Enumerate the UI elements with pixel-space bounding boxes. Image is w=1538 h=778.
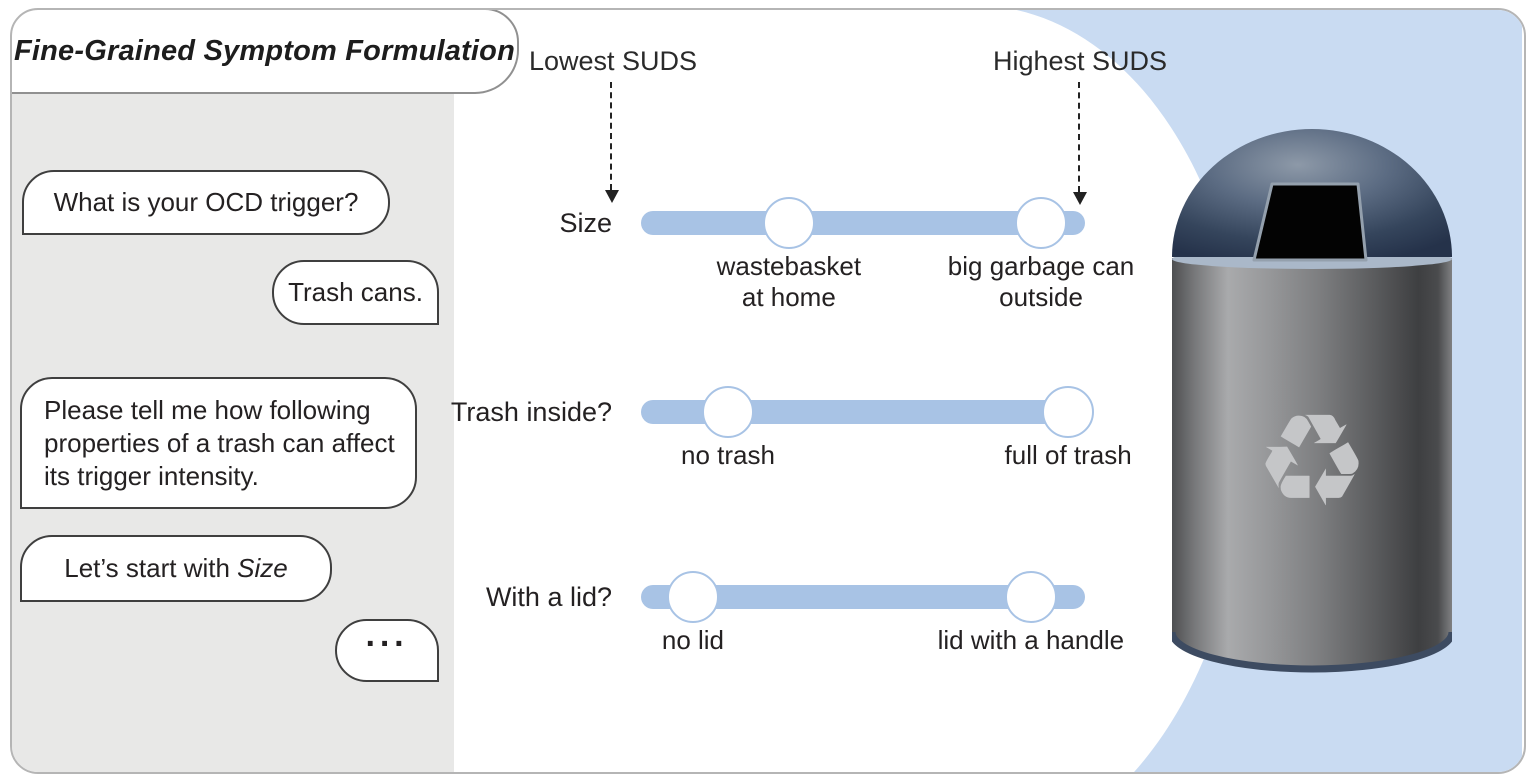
can-bottom-rim: [1172, 631, 1452, 673]
figure-card: What is your OCD trigger? Trash cans. Pl…: [10, 8, 1526, 774]
slider-size-knob-low[interactable]: [762, 197, 815, 249]
slider-size-high-value: big garbage can outside: [947, 251, 1135, 312]
trash-can-illustration: ♻: [1172, 129, 1452, 673]
lowest-suds-arrow-line: [610, 82, 612, 190]
chat-text: Let’s start with Size: [64, 553, 288, 583]
recycle-icon: ♻: [1255, 387, 1370, 536]
slider-with-a-lid-knob-high[interactable]: [1004, 571, 1057, 623]
slider-trash-inside-knob-low[interactable]: [702, 386, 755, 438]
slider-size: wastebasket at home big garbage can outs…: [641, 197, 1134, 312]
chat-bubble-therapist-1: What is your OCD trigger?: [22, 170, 390, 235]
lowest-suds-arrowhead-icon: [605, 190, 619, 203]
slider-trash-inside: no trash full of trash: [641, 386, 1132, 470]
chat-bubble-user-typing: ···: [335, 619, 439, 682]
chat-text: Trash cans.: [288, 277, 423, 307]
lowest-suds-label: Lowest SUDS: [528, 46, 698, 76]
chat-bubble-therapist-2: Please tell me how following properties …: [20, 377, 417, 509]
slider-name-with-a-lid: With a lid?: [485, 582, 612, 612]
slider-size-track[interactable]: [641, 211, 1085, 235]
slider-name-size: Size: [559, 208, 612, 238]
slider-with-a-lid-low-value: no lid: [661, 625, 725, 655]
chat-bubble-user-1: Trash cans.: [272, 260, 439, 325]
highest-suds-arrow-line: [1078, 82, 1080, 192]
slider-with-a-lid: no lid lid with a handle: [641, 571, 1124, 655]
slider-trash-inside-low-value: no trash: [681, 440, 775, 470]
chat-bubble-therapist-3: Let’s start with Size: [20, 535, 332, 602]
slider-with-a-lid-high-value: lid with a handle: [937, 625, 1125, 655]
slider-size-low-value: wastebasket at home: [716, 251, 862, 312]
slider-trash-inside-knob-high[interactable]: [1042, 386, 1095, 438]
figure-title-box: Fine-Grained Symptom Formulation: [12, 10, 519, 94]
highest-suds-label: Highest SUDS: [992, 46, 1168, 76]
slider-trash-inside-high-value: full of trash: [1004, 440, 1132, 470]
slider-name-trash-inside: Trash inside?: [450, 397, 612, 427]
typing-dots: ···: [365, 625, 409, 663]
figure-title: Fine-Grained Symptom Formulation: [13, 34, 516, 67]
chat-text: What is your OCD trigger?: [53, 187, 359, 217]
slider-size-knob-high[interactable]: [1015, 197, 1068, 249]
highest-suds-arrowhead-icon: [1073, 192, 1087, 205]
can-opening: [1252, 182, 1368, 262]
slider-with-a-lid-knob-low[interactable]: [666, 571, 719, 623]
chat-text: Please tell me how following properties …: [44, 394, 395, 491]
emphasized-word: Size: [237, 553, 288, 583]
can-body: [1172, 258, 1452, 669]
